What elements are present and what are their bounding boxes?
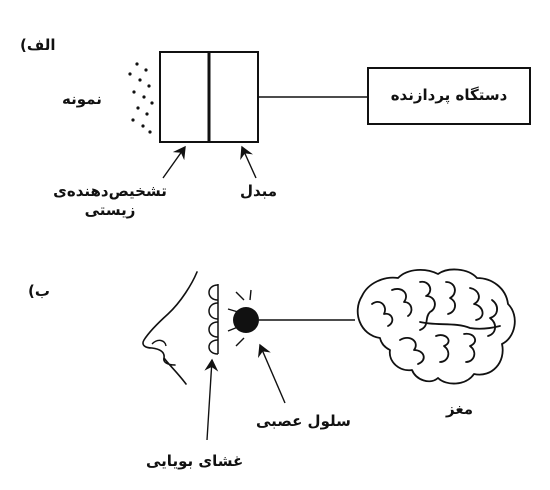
transducer-label: مبدل [240, 182, 278, 200]
nerve-cell-body [233, 307, 259, 333]
membrane-arrow [204, 358, 219, 441]
nostril [151, 339, 167, 347]
nerve-cell-label: سلول عصبی [256, 412, 351, 430]
transducer-arrow [240, 145, 257, 179]
part-a-marker: الف) [20, 36, 56, 54]
biosensor-label-line2: زیستی [84, 200, 136, 219]
processor-box [367, 67, 531, 125]
biosensor-label: تشخیص‌دهنده‌ی زیستی [40, 182, 180, 220]
sample-particles [128, 62, 154, 134]
part-b-marker: ب) [28, 282, 50, 300]
brain-label: مغز [446, 400, 474, 418]
sample-label: نمونه [62, 90, 102, 108]
olfactory-membrane-shape [208, 284, 219, 355]
face-profile [142, 271, 198, 385]
biosensor-arrow [162, 145, 186, 179]
nerve-cell-arrow [258, 343, 286, 404]
processor-label: دستگاه پردازنده [390, 86, 508, 104]
olfactory-membrane-label: غشای بویایی [146, 452, 244, 470]
nerve-cell-shape [227, 289, 252, 347]
brain-shape [356, 268, 516, 385]
biosensor-label-line1: تشخیص‌دهنده‌ی [53, 182, 167, 200]
